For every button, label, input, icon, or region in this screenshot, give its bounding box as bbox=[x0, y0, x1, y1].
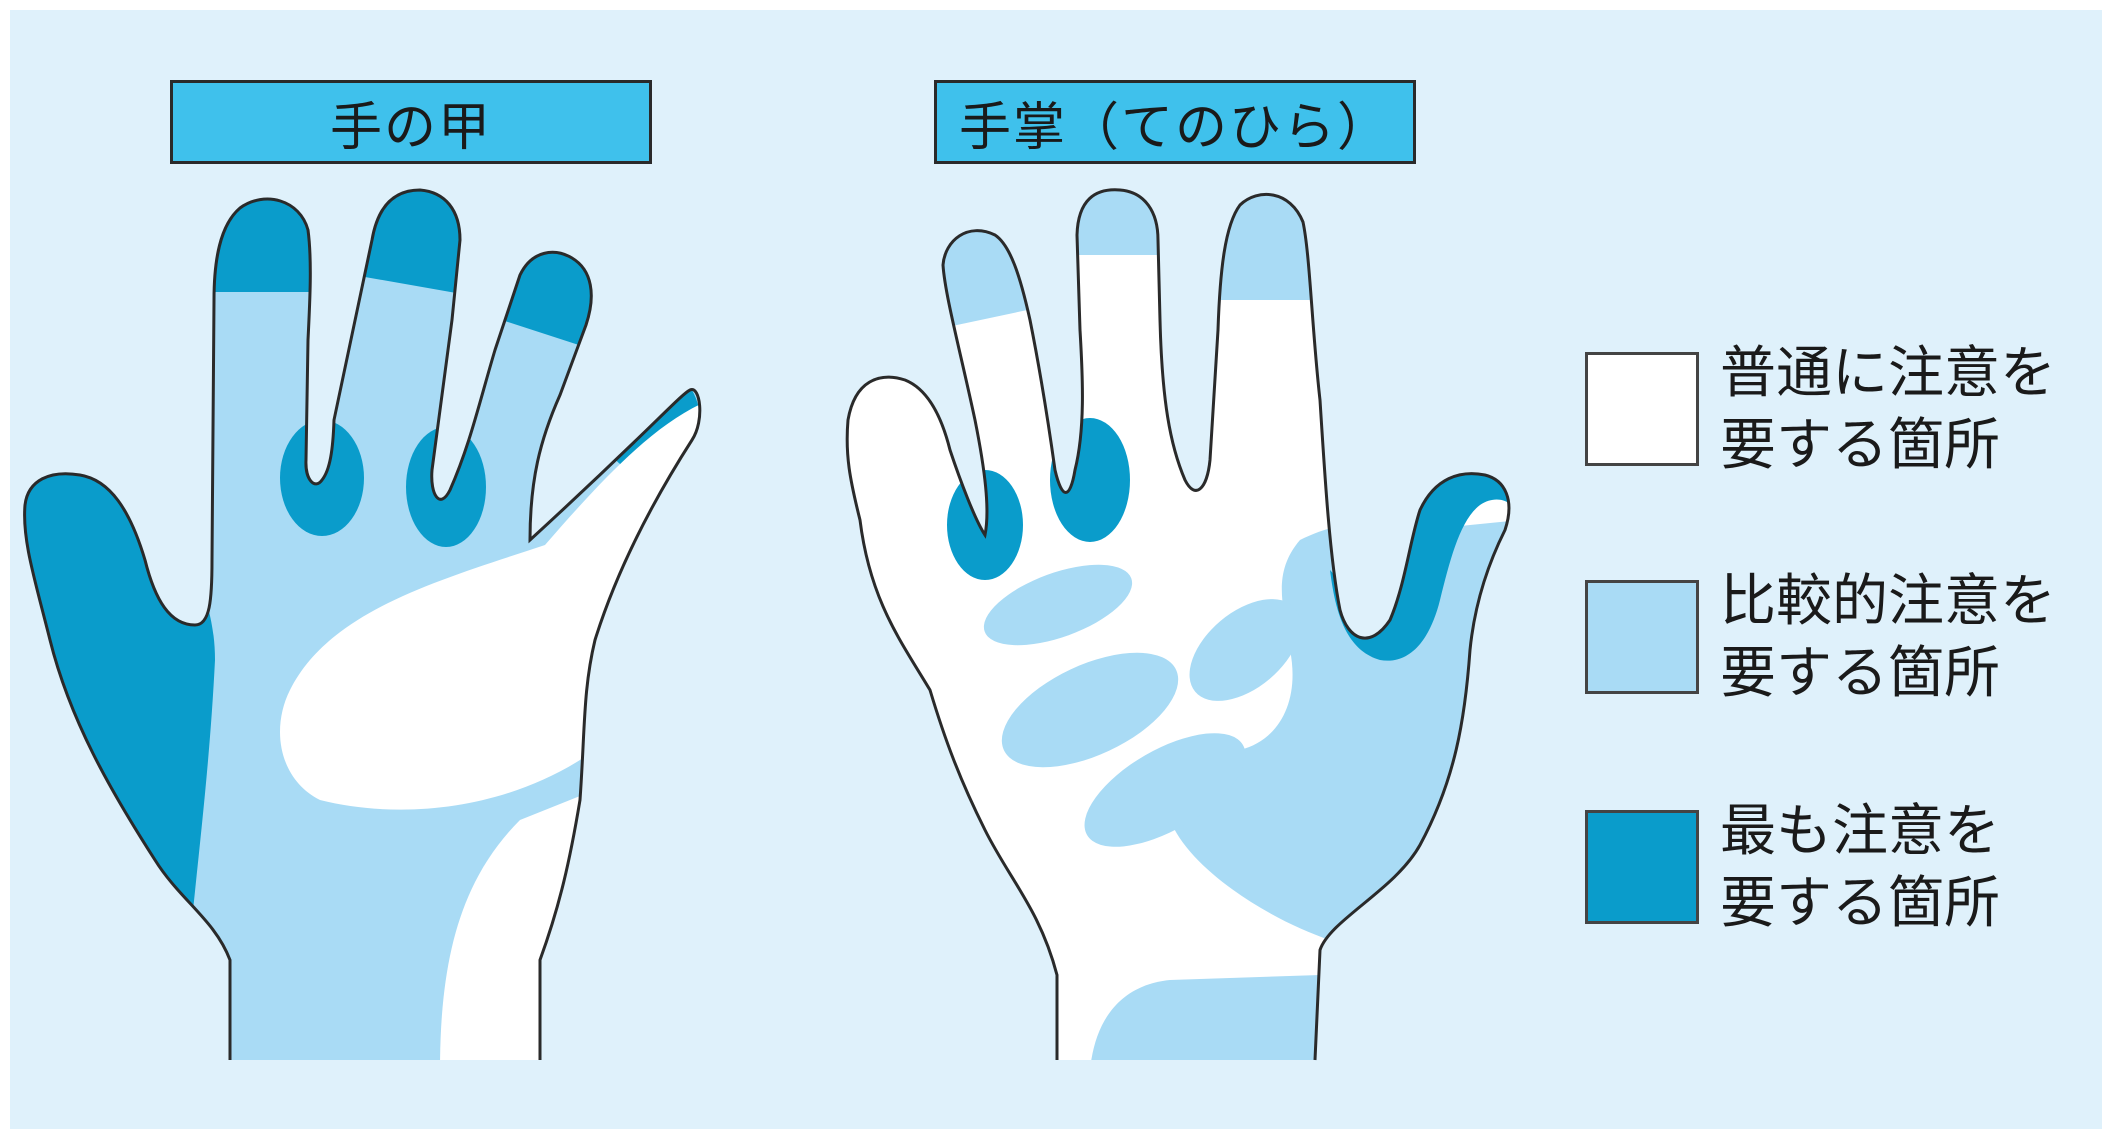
legend-swatch-normal bbox=[1585, 352, 1699, 466]
legend-swatch-moderate bbox=[1585, 580, 1699, 694]
legend-swatch-high bbox=[1585, 810, 1699, 924]
back-thumb-high-area bbox=[0, 460, 215, 960]
back-index-tip-high bbox=[200, 180, 320, 292]
legend-label-normal: 普通に注意を 要する箇所 bbox=[1720, 338, 2080, 482]
legend-label-high: 最も注意を 要する箇所 bbox=[1720, 796, 2080, 940]
legend-item-moderate: 比較的注意を 要する箇所 bbox=[1585, 580, 2085, 710]
palm-webbing-high-2 bbox=[1050, 418, 1130, 542]
legend-item-high: 最も注意を 要する箇所 bbox=[1585, 810, 2085, 940]
palm-diagram bbox=[847, 180, 1520, 1070]
legend-item-normal: 普通に注意を 要する箇所 bbox=[1585, 352, 2085, 482]
back-of-hand-diagram bbox=[0, 171, 710, 1070]
back-webbing-high-2 bbox=[406, 427, 486, 547]
legend-label-moderate: 比較的注意を 要する箇所 bbox=[1720, 566, 2080, 710]
